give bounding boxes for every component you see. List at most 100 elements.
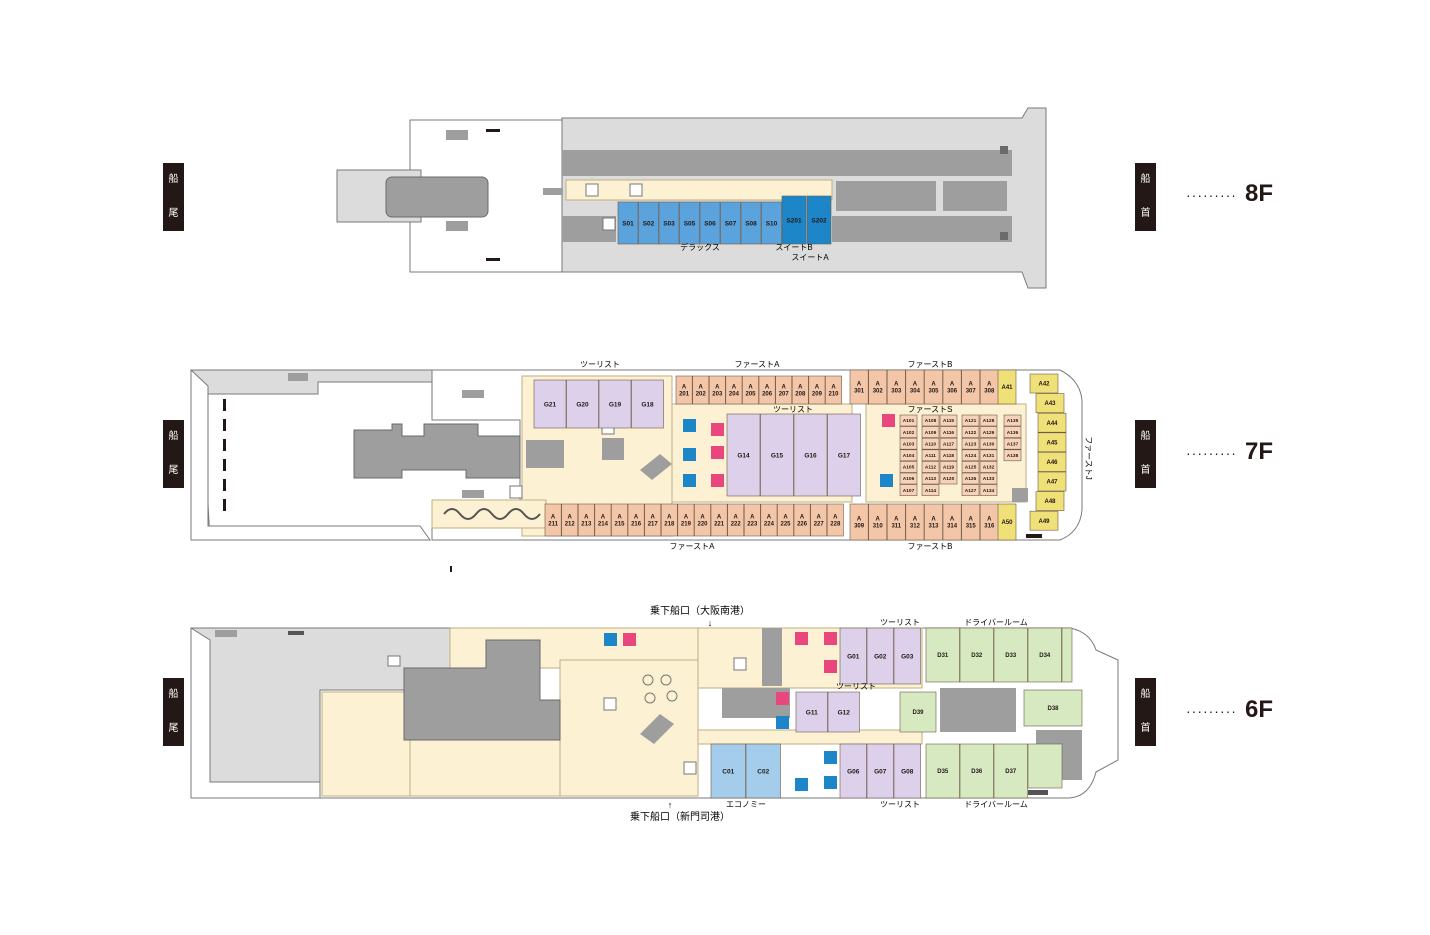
driver-room-[interactable] xyxy=(1027,743,1063,789)
driver-room-d33[interactable]: D33 xyxy=(993,627,1028,683)
cabin-a106[interactable]: A106 xyxy=(899,472,918,485)
cabin-a132[interactable]: A132 xyxy=(979,461,998,473)
cabin-a114[interactable]: A114 xyxy=(921,484,940,496)
cabin-a43[interactable]: A43 xyxy=(1035,393,1065,413)
cabin-a107[interactable]: A107 xyxy=(899,484,918,496)
cabin-a41[interactable]: A41 xyxy=(997,369,1017,405)
cabin-a44[interactable]: A44 xyxy=(1037,412,1067,433)
cabin-a129[interactable]: A129 xyxy=(979,426,998,438)
cabin-a127[interactable]: A127 xyxy=(961,484,980,496)
driver-room-d37[interactable]: D37 xyxy=(993,743,1028,799)
cabin-g11[interactable]: G11 xyxy=(795,691,828,733)
floor-label-6f[interactable]: ·········6F xyxy=(1186,696,1273,724)
cabin-g07[interactable]: G07 xyxy=(866,743,894,799)
cabin-g08[interactable]: G08 xyxy=(893,743,921,799)
cabin-a42[interactable]: A42 xyxy=(1029,373,1059,394)
cabin-g20[interactable]: G20 xyxy=(566,379,599,429)
cabin-a112[interactable]: A112 xyxy=(921,461,940,473)
cabin-g02[interactable]: G02 xyxy=(866,627,894,685)
cabin-s05[interactable]: S05 xyxy=(679,201,700,245)
cabin-a47[interactable]: A47 xyxy=(1037,471,1067,492)
cabin-a103[interactable]: A103 xyxy=(899,437,918,450)
cabin-a117[interactable]: A117 xyxy=(939,437,958,450)
cabin-a116[interactable]: A116 xyxy=(939,426,958,438)
cabin-a111[interactable]: A111 xyxy=(921,449,940,462)
cabin-c02[interactable]: C02 xyxy=(745,743,781,799)
cabin-a126[interactable]: A126 xyxy=(961,472,980,485)
cabin-g06[interactable]: G06 xyxy=(839,743,867,799)
cabin-a134[interactable]: A134 xyxy=(979,484,998,496)
cabin-a110[interactable]: A110 xyxy=(921,437,940,450)
cabin-a48[interactable]: A48 xyxy=(1035,491,1065,511)
cabin-g01[interactable]: G01 xyxy=(839,627,867,685)
cabin-g14[interactable]: G14 xyxy=(726,413,761,497)
cabin-a121[interactable]: A121 xyxy=(961,414,980,427)
cabin-a128[interactable]: A128 xyxy=(979,414,998,427)
cabin-a123[interactable]: A123 xyxy=(961,437,980,450)
cabin-a124[interactable]: A124 xyxy=(961,449,980,462)
cabin-a104[interactable]: A104 xyxy=(899,449,918,462)
cabin-g16[interactable]: G16 xyxy=(793,413,828,497)
cabin-a133[interactable]: A133 xyxy=(979,472,998,485)
cabin-g15[interactable]: G15 xyxy=(760,413,794,497)
cabin-s201[interactable]: S201 xyxy=(781,195,807,245)
cabin-a46[interactable]: A46 xyxy=(1037,452,1067,472)
cabin-a119[interactable]: A119 xyxy=(939,461,958,473)
cabin-a113[interactable]: A113 xyxy=(921,472,940,485)
cabin-a120[interactable]: A120 xyxy=(939,472,958,485)
floor-label-7f[interactable]: ·········7F xyxy=(1186,438,1273,466)
cabin-s02[interactable]: S02 xyxy=(638,201,659,245)
cabin-a108[interactable]: A108 xyxy=(921,414,940,427)
cabin-g18[interactable]: G18 xyxy=(631,379,664,429)
cabin-a125[interactable]: A125 xyxy=(961,461,980,473)
cabin-a130[interactable]: A130 xyxy=(979,437,998,450)
cabin-s03[interactable]: S03 xyxy=(658,201,680,245)
driver-room-d39[interactable]: D39 xyxy=(899,691,937,733)
cabin-a138[interactable]: A138 xyxy=(1003,449,1022,462)
cabin-a49[interactable]: A49 xyxy=(1029,510,1059,531)
cabin-g03[interactable]: G03 xyxy=(893,627,921,685)
cabin-a136[interactable]: A136 xyxy=(1003,426,1022,438)
cabin-a45[interactable]: A45 xyxy=(1037,432,1067,453)
cabin-s202[interactable]: S202 xyxy=(806,195,832,245)
cabin-a109[interactable]: A109 xyxy=(921,426,940,438)
cabin-g17[interactable]: G17 xyxy=(827,413,861,497)
